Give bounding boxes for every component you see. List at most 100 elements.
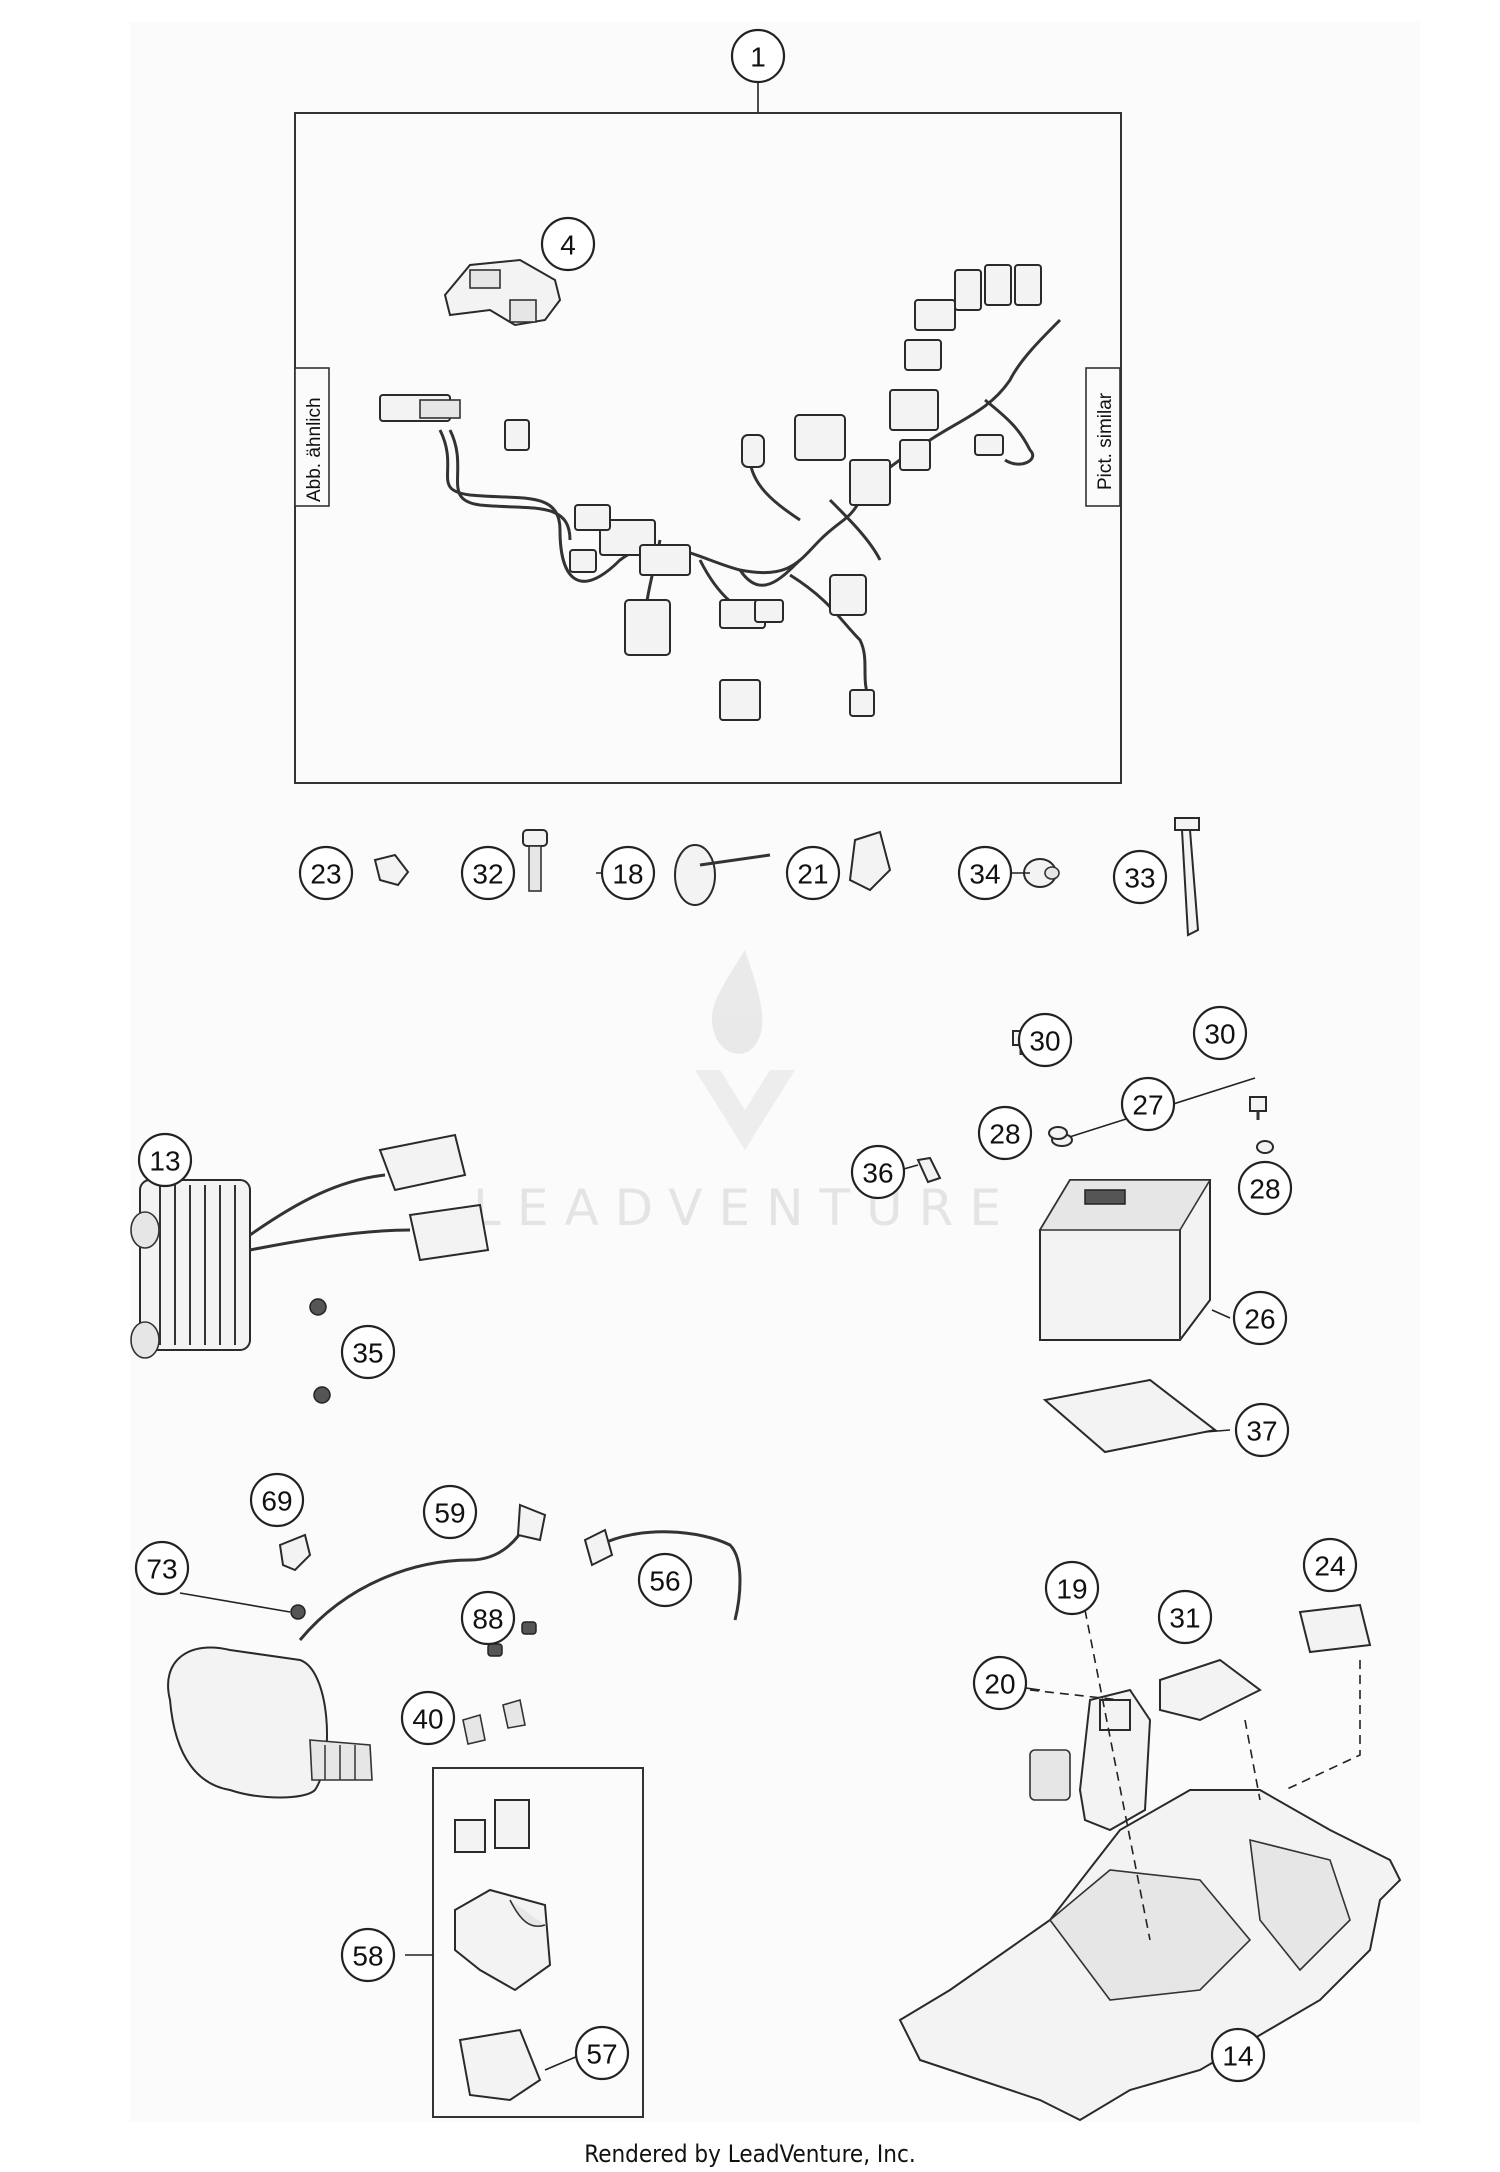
- callout-19[interactable]: 19: [1044, 1560, 1100, 1616]
- callout-number: 18: [612, 859, 643, 890]
- callout-circle: [134, 1540, 190, 1596]
- callout-56[interactable]: 56: [637, 1552, 693, 1608]
- starter-motor-group: [167, 1503, 742, 2118]
- watermark-text: LEADVENTURE: [473, 1179, 1017, 1237]
- callout-18[interactable]: 18: [600, 845, 656, 901]
- callout-circle: [137, 1132, 193, 1188]
- callout-circle: [977, 1105, 1033, 1161]
- callout-number: 21: [797, 859, 828, 890]
- callout-circle: [1017, 1012, 1073, 1068]
- callout-23[interactable]: 23: [298, 845, 354, 901]
- wiring-harness: [379, 258, 1062, 721]
- callout-27[interactable]: 27: [1120, 1076, 1176, 1132]
- callout-number: 69: [261, 1486, 292, 1517]
- callout-4[interactable]: 4: [540, 216, 596, 272]
- battery-holder: [898, 1579, 1402, 2122]
- callout-circle: [1112, 849, 1168, 905]
- callout-circle: [957, 845, 1013, 901]
- callout-circle: [460, 845, 516, 901]
- battery-group: [916, 1030, 1274, 1454]
- callout-number: 31: [1169, 1603, 1200, 1634]
- frame-label-left: Abb. ähnlich: [304, 397, 325, 502]
- callout-circle: [1232, 1290, 1288, 1346]
- callout-24[interactable]: 24: [1302, 1537, 1358, 1593]
- callout-30[interactable]: 30: [1017, 1012, 1073, 1068]
- callout-circle: [460, 1590, 516, 1646]
- small-parts-row: [373, 817, 1200, 937]
- callout-number: 30: [1029, 1026, 1060, 1057]
- callout-73[interactable]: 73: [134, 1540, 190, 1596]
- callout-number: 32: [472, 859, 503, 890]
- callout-number: 30: [1204, 1019, 1235, 1050]
- callout-circle: [730, 28, 786, 84]
- callout-35[interactable]: 35: [340, 1324, 396, 1380]
- callout-number: 13: [149, 1146, 180, 1177]
- callout-circle: [574, 2025, 630, 2081]
- callout-number: 36: [862, 1158, 893, 1189]
- voltage-regulator: [130, 1133, 490, 1404]
- callout-58[interactable]: 58: [340, 1927, 396, 1983]
- callout-88[interactable]: 88: [460, 1590, 516, 1646]
- callout-number: 56: [649, 1566, 680, 1597]
- callout-circle: [785, 845, 841, 901]
- callout-number: 58: [352, 1941, 383, 1972]
- callout-circle: [400, 1690, 456, 1746]
- callout-circle: [972, 1655, 1028, 1711]
- callout-number: 24: [1314, 1551, 1345, 1582]
- callout-number: 73: [146, 1554, 177, 1585]
- callout-number: 19: [1056, 1574, 1087, 1605]
- callout-36[interactable]: 36: [850, 1144, 906, 1200]
- callout-28[interactable]: 28: [977, 1105, 1033, 1161]
- callout-circle: [1237, 1160, 1293, 1216]
- callout-circle: [249, 1472, 305, 1528]
- callout-20[interactable]: 20: [972, 1655, 1028, 1711]
- callout-number: 20: [984, 1669, 1015, 1700]
- callout-circle: [298, 845, 354, 901]
- callout-number: 37: [1246, 1416, 1277, 1447]
- callout-number: 14: [1222, 2041, 1253, 2072]
- callout-number: 57: [586, 2039, 617, 2070]
- callout-number: 27: [1132, 1090, 1163, 1121]
- callout-26[interactable]: 26: [1232, 1290, 1288, 1346]
- callout-28b[interactable]: 28: [1237, 1160, 1293, 1216]
- callout-circle: [1210, 2027, 1266, 2083]
- callout-circle: [1302, 1537, 1358, 1593]
- callout-number: 28: [1249, 1174, 1280, 1205]
- callout-59[interactable]: 59: [422, 1484, 478, 1540]
- callout-circle: [540, 216, 596, 272]
- callout-31[interactable]: 31: [1157, 1589, 1213, 1645]
- callout-circle: [850, 1144, 906, 1200]
- callout-number: 40: [412, 1704, 443, 1735]
- watermark: LEADVENTURE: [473, 950, 1017, 1237]
- callout-circle: [1192, 1005, 1248, 1061]
- callout-1[interactable]: 1: [730, 28, 786, 84]
- callout-number: 4: [560, 230, 576, 261]
- callout-21[interactable]: 21: [785, 845, 841, 901]
- callout-34[interactable]: 34: [957, 845, 1013, 901]
- callout-40[interactable]: 40: [400, 1690, 456, 1746]
- callout-33[interactable]: 33: [1112, 849, 1168, 905]
- callout-13[interactable]: 13: [137, 1132, 193, 1188]
- callout-circle: [340, 1324, 396, 1380]
- callout-circle: [1157, 1589, 1213, 1645]
- callout-number: 26: [1244, 1304, 1275, 1335]
- callout-30b[interactable]: 30: [1192, 1005, 1248, 1061]
- frame-label-right: Pict. similar: [1095, 392, 1116, 490]
- callout-number: 34: [969, 859, 1000, 890]
- callout-number: 88: [472, 1604, 503, 1635]
- callout-circle: [422, 1484, 478, 1540]
- callout-circle: [1120, 1076, 1176, 1132]
- callout-57[interactable]: 57: [574, 2025, 630, 2081]
- callout-69[interactable]: 69: [249, 1472, 305, 1528]
- callout-37[interactable]: 37: [1234, 1402, 1290, 1458]
- callout-14[interactable]: 14: [1210, 2027, 1266, 2083]
- callout-32[interactable]: 32: [460, 845, 516, 901]
- footer-credit: Rendered by LeadVenture, Inc.: [584, 2140, 916, 2168]
- callout-circle: [340, 1927, 396, 1983]
- callout-number: 33: [1124, 863, 1155, 894]
- callout-number: 1: [750, 42, 766, 73]
- callout-circle: [1234, 1402, 1290, 1458]
